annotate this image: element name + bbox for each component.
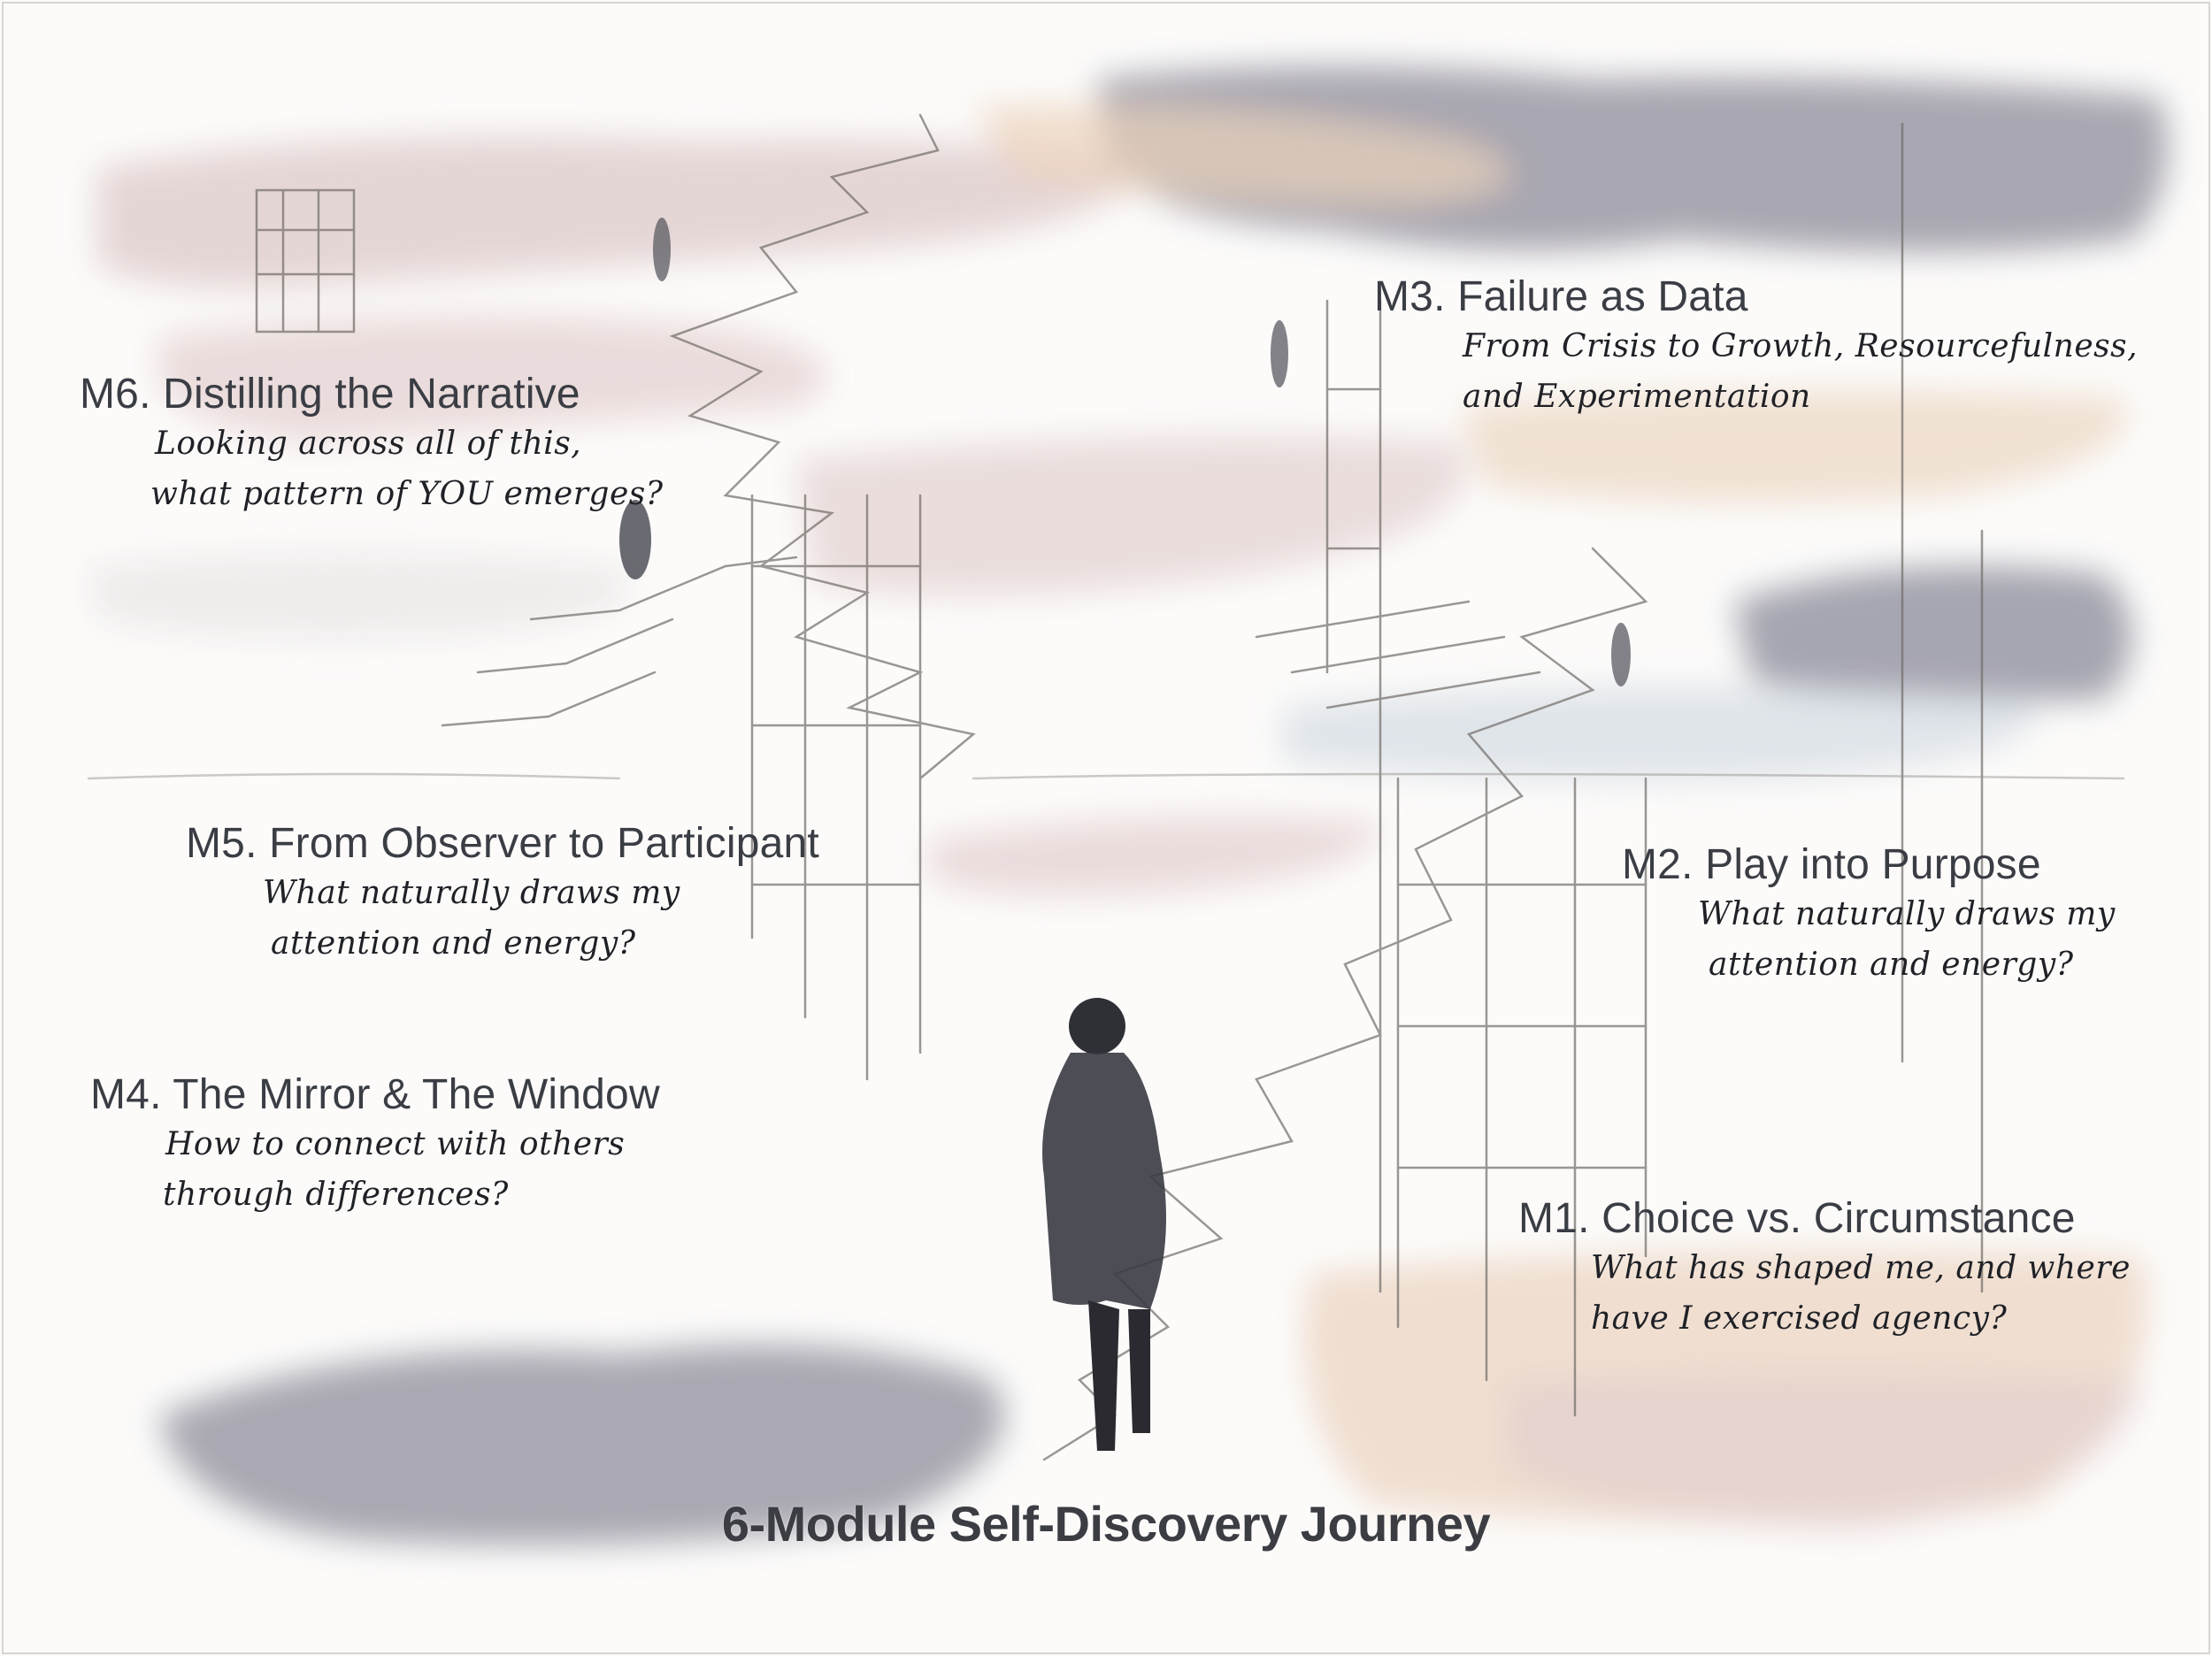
module-m5-title: M5. From Observer to Participant [186, 820, 819, 867]
mist-band-right [1283, 687, 2038, 781]
walking-figures [619, 218, 1631, 686]
peach-band-right [1460, 391, 2127, 502]
scaffold-horizontals [750, 387, 1647, 1169]
figure-coat [1042, 1053, 1166, 1309]
module-m2-line-1: What naturally draws my [1698, 895, 2116, 932]
module-m4-line-2: through differences? [163, 1177, 509, 1214]
module-m3-title: M3. Failure as Data [1374, 273, 1748, 320]
figure-head [1069, 998, 1125, 1054]
module-m3-line-2: and Experimentation [1463, 379, 1811, 416]
rose-band-left [159, 316, 826, 442]
horizon-line [87, 772, 2125, 780]
module-m4-title: M4. The Mirror & The Window [90, 1071, 660, 1118]
rose-band-center [796, 436, 1467, 595]
module-m6-line-2: what pattern of YOU emerges? [150, 476, 664, 513]
far-right-post [1901, 122, 1984, 1293]
module-m6-line-1: Looking across all of this, [155, 425, 582, 462]
module-m1-line-1: What has shaped me, and where [1591, 1249, 2131, 1286]
scaffold-verticals [750, 299, 1647, 1417]
module-m6-title: M6. Distilling the Narrative [80, 371, 580, 418]
pencil-staircase [87, 113, 2125, 1461]
module-m2-title: M2. Play into Purpose [1622, 841, 2041, 888]
module-m3-line-1: From Crisis to Growth, Resourcefulness, [1463, 327, 2139, 364]
module-m2: M2. Play into Purpose What naturally dra… [1622, 841, 2116, 991]
module-m4: M4. The Mirror & The Window How to conne… [90, 1071, 660, 1221]
figure-legs [1088, 1300, 1150, 1451]
watercolor-washes [88, 66, 2168, 1545]
journey-title: 6-Module Self-Discovery Journey [721, 1496, 1491, 1552]
module-m1: M1. Choice vs. Circumstance What has sha… [1518, 1195, 2131, 1345]
mist-band-left [88, 553, 630, 640]
module-m5-line-1: What naturally draws my [263, 874, 680, 911]
left-stair-steps [441, 556, 798, 727]
walker-figure-icon-4 [619, 500, 651, 579]
walker-figure-icon-2 [1271, 320, 1288, 387]
peach-strip-top [973, 104, 1509, 203]
module-m3: M3. Failure as Data From Crisis to Growt… [1374, 273, 2139, 423]
rose-swatch-middle [929, 816, 1380, 896]
walker-figure-icon-1 [653, 218, 671, 281]
rose-band-top [97, 136, 1150, 289]
module-m5: M5. From Observer to Participant What na… [186, 820, 819, 970]
module-m1-title: M1. Choice vs. Circumstance [1518, 1195, 2076, 1242]
slate-cloud-top-right [1097, 66, 2168, 252]
rose-band-bottom-right [1504, 1371, 2141, 1530]
module-m2-line-2: attention and energy? [1709, 947, 2074, 984]
walker-figure-icon-3 [1611, 623, 1631, 686]
module-m6: M6. Distilling the Narrative Looking acr… [80, 371, 664, 520]
module-m4-line-1: How to connect with others [165, 1125, 626, 1162]
doorway-icon [255, 188, 356, 334]
slate-cloud-right [1734, 566, 2132, 702]
module-m1-line-2: have I exercised agency? [1591, 1300, 2008, 1338]
module-m5-line-2: attention and energy? [271, 925, 636, 962]
doorway-grid [255, 188, 356, 334]
slate-cloud-bottom-left [159, 1345, 1004, 1545]
main-walking-figure-icon [1042, 998, 1166, 1451]
